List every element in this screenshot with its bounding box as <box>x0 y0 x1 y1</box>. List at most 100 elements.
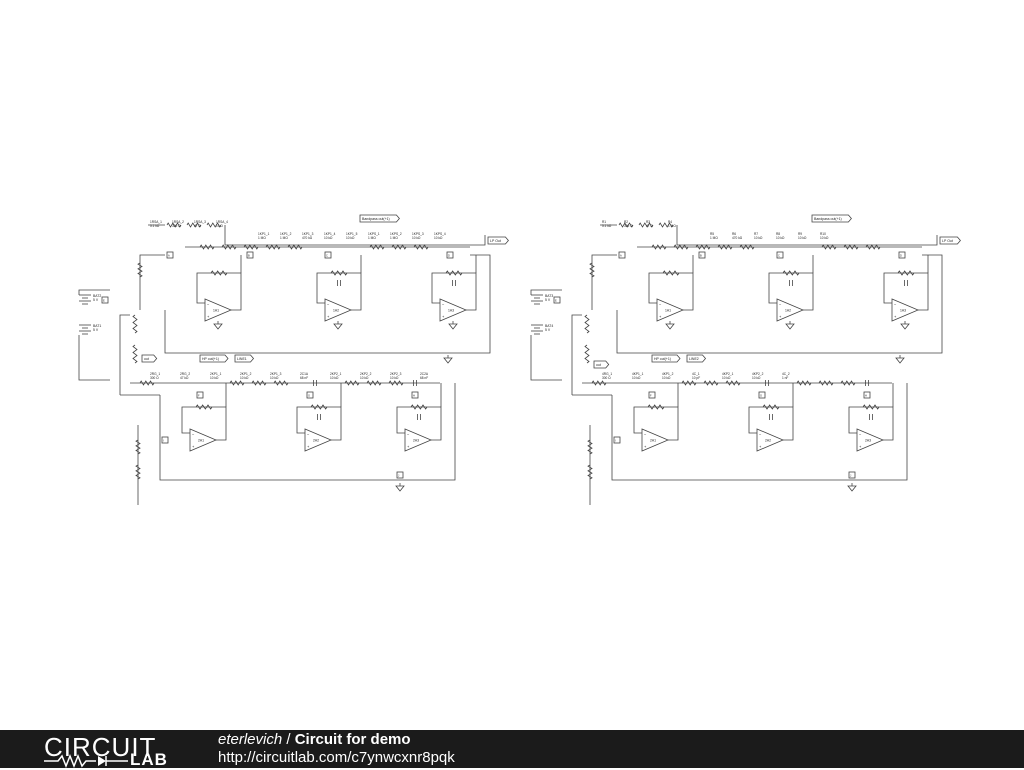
component-label: 1KPS_4 <box>434 232 446 236</box>
wire <box>78 335 110 381</box>
component-label: 1KP1_5 <box>346 232 358 236</box>
op-amp-label: 1A2 <box>785 309 791 313</box>
op-amp-input-plus: + <box>894 314 897 319</box>
net-label-text: HP out(+1) <box>654 357 671 361</box>
node-label: E <box>103 299 105 303</box>
resistor <box>782 270 800 276</box>
author-link[interactable]: eterlevich <box>218 731 283 748</box>
wire <box>159 383 456 481</box>
op-amp-input-plus: + <box>779 314 782 319</box>
node-marker <box>396 471 404 479</box>
wire <box>648 272 694 311</box>
op-amp-input-plus: + <box>442 314 445 319</box>
wire <box>591 254 617 310</box>
component-label: 2KP2_1 <box>330 372 342 376</box>
op-amp-input-plus: + <box>192 444 195 449</box>
component-value: 1 nF <box>782 376 788 380</box>
op-amp-input-minus: − <box>442 302 445 307</box>
node-marker <box>324 251 332 259</box>
op-amp-input-plus: + <box>207 314 210 319</box>
wire <box>119 314 130 395</box>
net-label-text: LP Out <box>490 239 501 243</box>
node-marker <box>196 391 204 399</box>
circuit-url[interactable]: http://circuitlab.com/c7ynwcxnr8pqk <box>218 749 455 766</box>
component-value: 68 nF <box>300 376 308 380</box>
op-amp-input-minus: − <box>859 432 862 437</box>
footer-bar: CIRCUIT LAB eterlevich / Circuit for dem… <box>0 730 1024 769</box>
op-amp-label: 1A1 <box>665 309 671 313</box>
node-label: A <box>620 254 622 258</box>
node-marker <box>698 251 706 259</box>
net-label-text: Bandpass out(+1) <box>362 217 390 221</box>
resistor <box>589 262 595 278</box>
wire <box>530 335 562 381</box>
node-label: D <box>900 254 902 258</box>
component-label: 1KP1_1 <box>258 232 270 236</box>
battery-value: 5 V <box>545 328 551 332</box>
op-amp-symbol <box>776 298 805 322</box>
battery-label: BAT1 <box>93 324 101 328</box>
resistor <box>132 344 138 364</box>
op-amp-symbol <box>656 298 685 322</box>
op-amp-symbol <box>891 298 920 322</box>
resistor <box>618 222 634 228</box>
battery-label: BAT2 <box>93 294 101 298</box>
op-amp-label: 1A1 <box>213 309 219 313</box>
op-amp-input-plus: + <box>759 444 762 449</box>
component-value: 1 MΩ <box>368 236 376 240</box>
node-marker <box>101 296 109 304</box>
component-label: 1KPS_1 <box>368 232 380 236</box>
component-value: 10 kΩ <box>434 236 443 240</box>
component-label: 2KP1_2 <box>240 372 252 376</box>
component-label: 1KP1_3 <box>302 232 314 236</box>
op-amp-input-minus: − <box>207 302 210 307</box>
net-label-text: LINE1 <box>237 357 247 361</box>
op-amp-input-plus: + <box>307 444 310 449</box>
battery-value: 5 V <box>93 328 99 332</box>
component-value: 47 Ω <box>194 224 201 228</box>
component-label: 4RG_1 <box>602 372 612 376</box>
resistor <box>186 222 202 228</box>
node-label: D <box>448 254 450 258</box>
wire <box>78 289 110 295</box>
resistor <box>662 270 680 276</box>
component-label: R3 <box>646 220 650 224</box>
component-label: 1KPS_3 <box>412 232 424 236</box>
op-amp-input-minus: − <box>307 432 310 437</box>
component-label: R8 <box>776 232 780 236</box>
op-amp-input-minus: − <box>759 432 762 437</box>
component-label: 2KP1_3 <box>270 372 282 376</box>
wire <box>768 272 814 311</box>
node-marker <box>618 251 626 259</box>
component-value: 10 kΩ <box>360 376 369 380</box>
resistor <box>591 380 607 386</box>
op-amp-label: 2A2 <box>313 439 319 443</box>
resistor <box>584 344 590 364</box>
wire <box>164 254 491 354</box>
wire <box>616 254 943 354</box>
resistor <box>762 404 780 410</box>
ground-icon <box>213 323 223 330</box>
ground-icon <box>785 323 795 330</box>
component-label: R2 <box>624 220 628 224</box>
component-value: 10 kΩ <box>632 376 641 380</box>
op-amp-label: 2A3 <box>865 439 871 443</box>
component-value: 10 kΩ <box>240 376 249 380</box>
node-marker <box>898 251 906 259</box>
component-label: 2C1A <box>300 372 309 376</box>
battery-value: 5 V <box>545 298 551 302</box>
net-label-tag <box>593 360 610 369</box>
component-value: 1 MΩ <box>668 224 676 228</box>
net-label-text: HP out(+1) <box>202 357 219 361</box>
node-marker <box>863 391 871 399</box>
component-label: R5 <box>710 232 714 236</box>
component-value: 5.1 kΩ <box>150 224 160 228</box>
wire <box>676 225 938 246</box>
wire <box>316 272 362 311</box>
component-value: 10 kΩ <box>752 376 761 380</box>
net-label-text: LINE2 <box>689 357 699 361</box>
op-amp-input-plus: + <box>407 444 410 449</box>
component-label: 1KP1_2 <box>280 232 292 236</box>
node-label: H <box>865 394 867 398</box>
